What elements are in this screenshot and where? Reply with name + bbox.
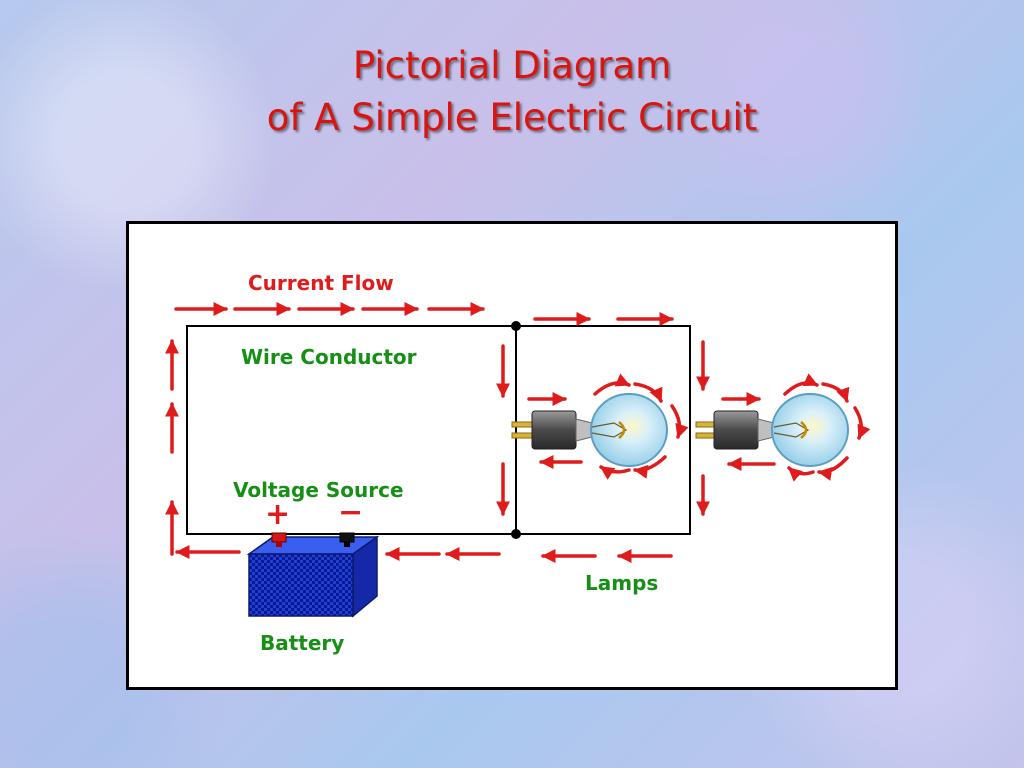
negative-terminal — [339, 532, 355, 547]
positive-terminal — [271, 532, 287, 547]
wire-conductor-label: Wire Conductor — [241, 345, 417, 369]
junction-node-top — [511, 321, 521, 331]
battery — [246, 532, 380, 618]
battery-label: Battery — [260, 631, 344, 655]
circuit-diagram: Current Flow Wire Conductor Voltage Sour… — [165, 271, 871, 655]
title-line-1: Pictorial Diagram — [352, 44, 672, 87]
minus-sign: − — [338, 495, 363, 530]
current-flow-arrows — [165, 302, 871, 563]
lamp-1 — [511, 393, 668, 467]
current-flow-label: Current Flow — [248, 271, 394, 295]
junction-node-bottom — [511, 529, 521, 539]
plus-sign: + — [265, 497, 290, 532]
lamps-label: Lamps — [585, 571, 658, 595]
page-title: Pictorial Diagram of A Simple Electric C… — [0, 40, 1024, 144]
title-line-2: of A Simple Electric Circuit — [266, 96, 758, 139]
circuit-diagram-panel: Current Flow Wire Conductor Voltage Sour… — [126, 221, 898, 690]
voltage-source-label: Voltage Source — [233, 478, 404, 502]
lamp-2 — [695, 393, 849, 467]
